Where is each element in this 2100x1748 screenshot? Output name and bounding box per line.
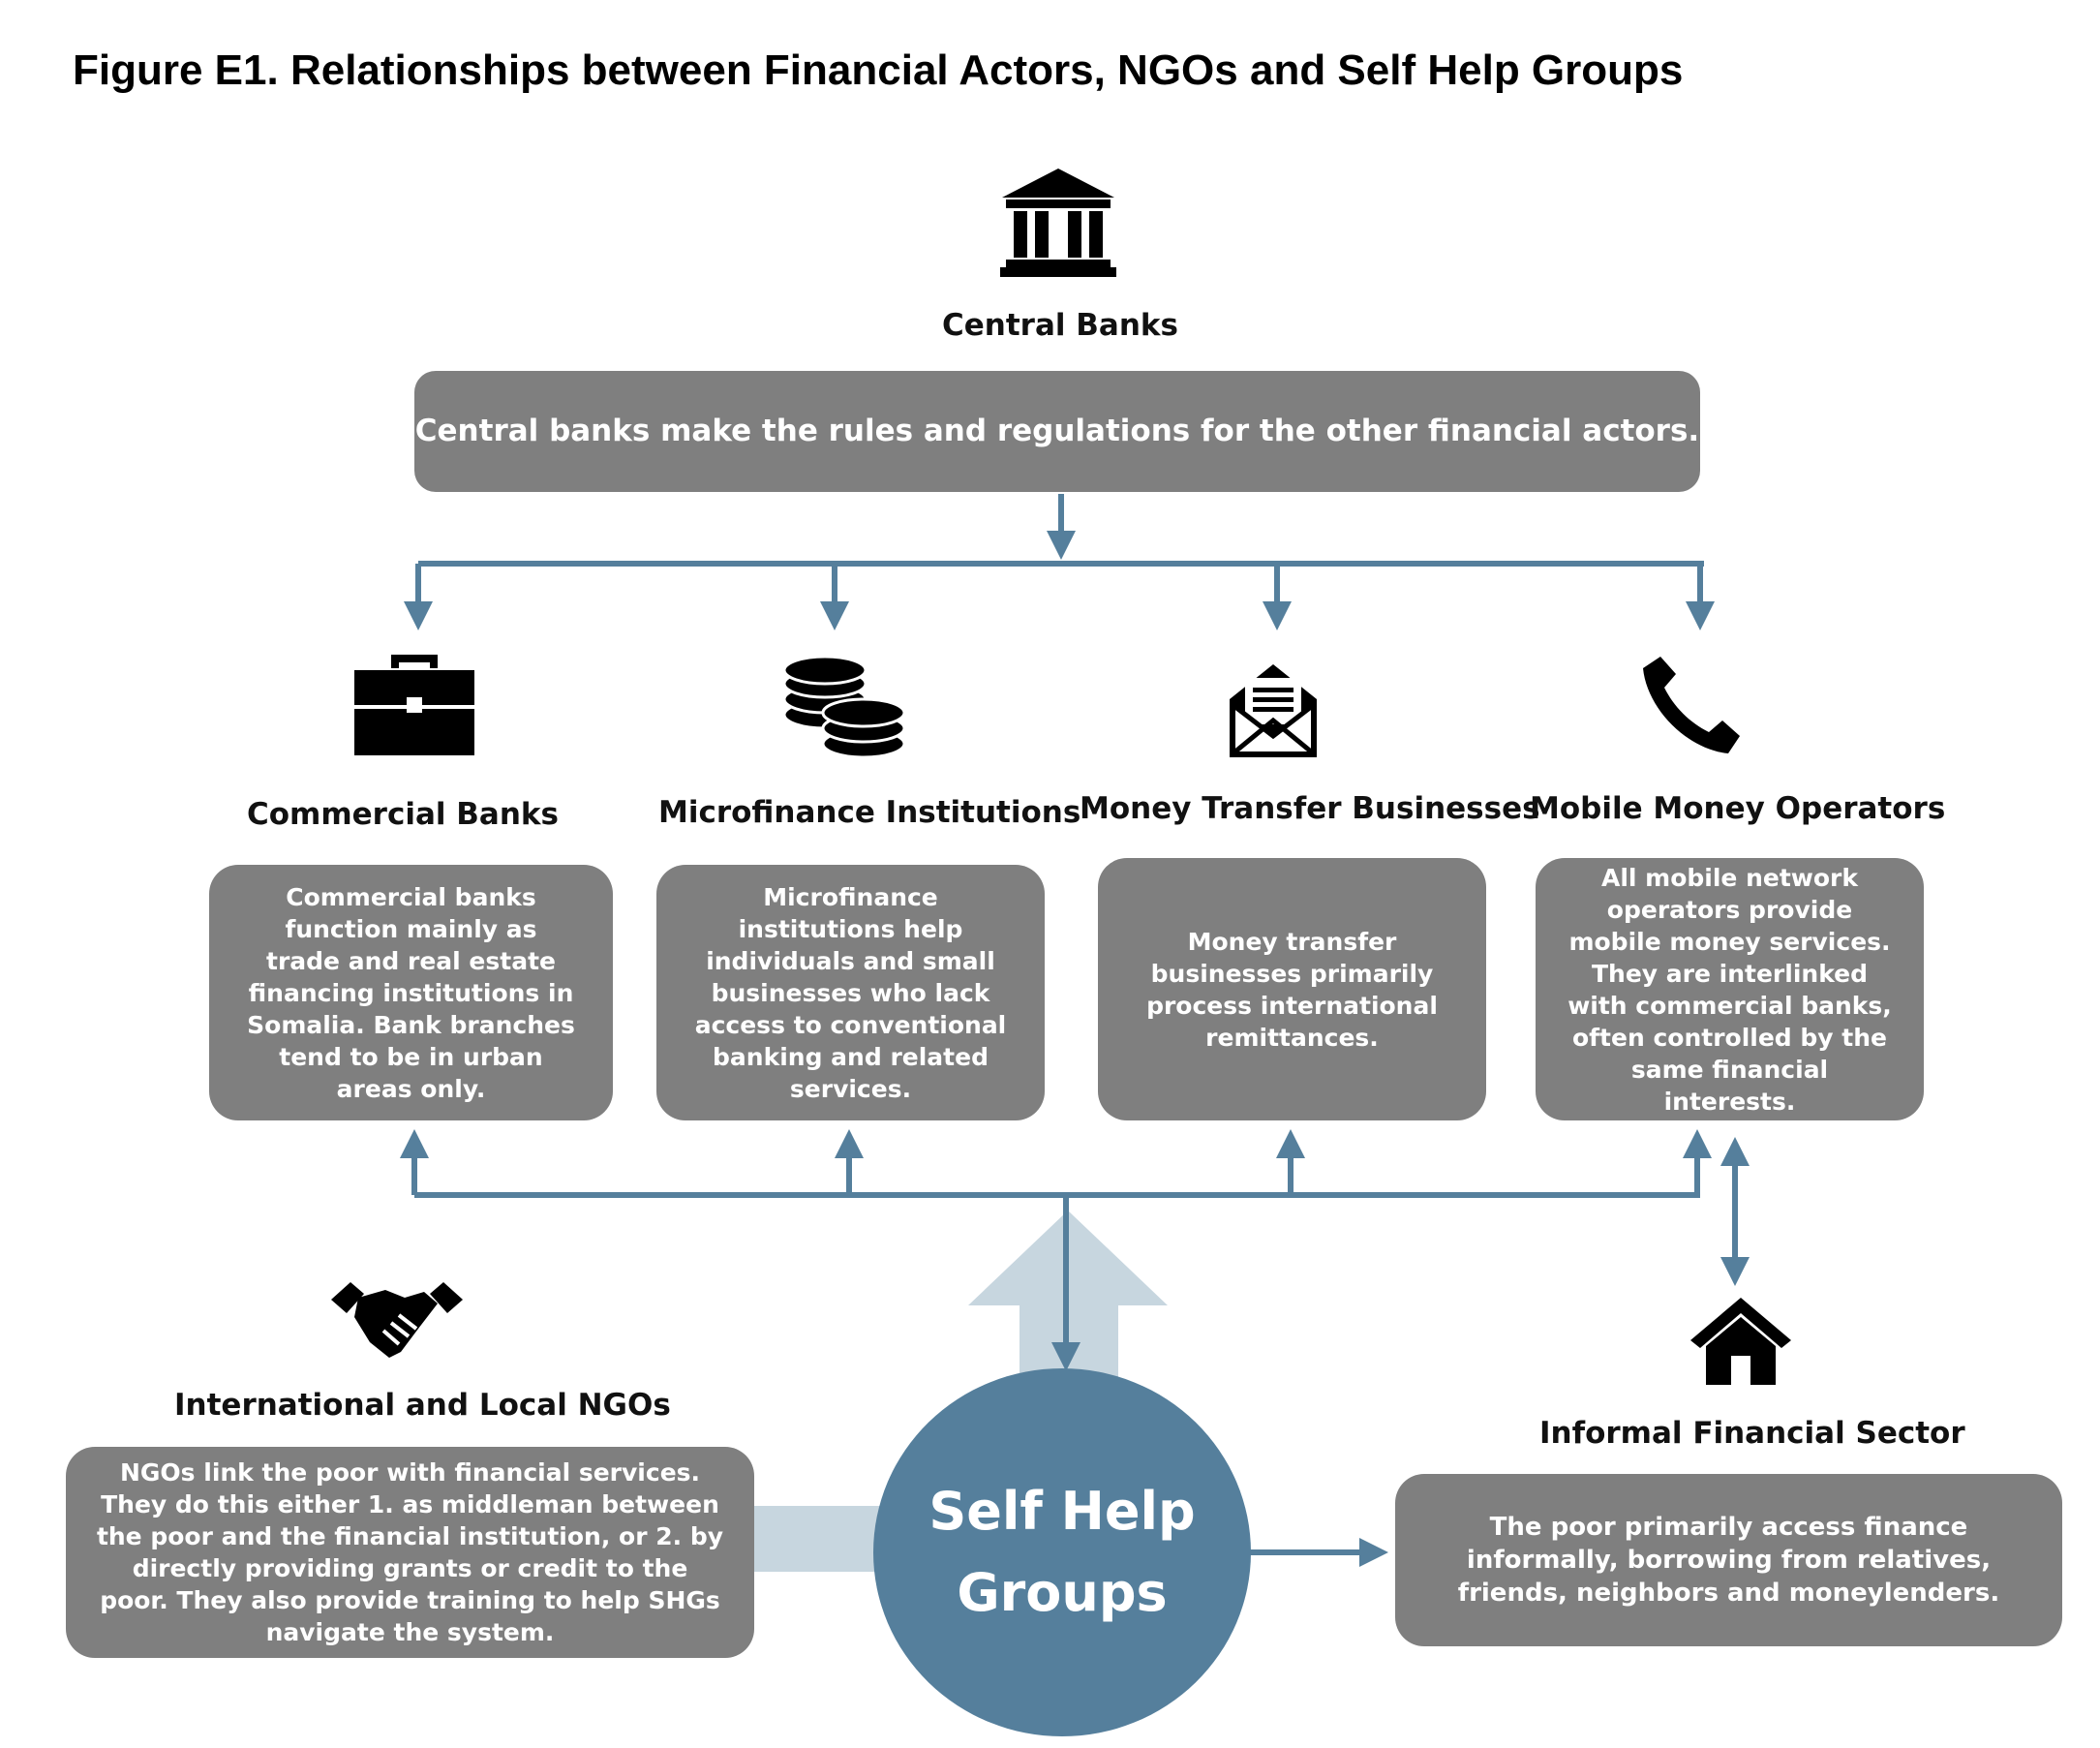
phone-icon xyxy=(1643,657,1740,753)
ngos-description: NGOs link the poor with financial servic… xyxy=(96,1458,724,1646)
informal-label: Informal Financial Sector xyxy=(1539,1416,1965,1451)
envelope-icon xyxy=(1230,664,1317,757)
commercial-banks-box: Commercial banks function mainly as trad… xyxy=(209,865,613,1120)
ngo-link-band xyxy=(746,1506,891,1572)
microfinance-label: Microfinance Institutions xyxy=(658,795,1081,830)
central-banks-label: Central Banks xyxy=(942,308,1178,343)
money-transfer-label: Money Transfer Businesses xyxy=(1080,791,1540,826)
ngos-label: International and Local NGOs xyxy=(174,1388,671,1423)
self-help-groups-circle: Self Help Groups xyxy=(873,1368,1251,1736)
coins-icon xyxy=(782,655,906,759)
mobile-money-description: All mobile network operators provide mob… xyxy=(1567,863,1892,1116)
bank-building-icon xyxy=(1000,169,1116,277)
commercial-banks-description: Commercial banks function mainly as trad… xyxy=(247,882,575,1103)
money-transfer-description: Money transfer businesses primarily proc… xyxy=(1146,927,1438,1052)
commercial-banks-label: Commercial Banks xyxy=(247,797,559,832)
mobile-money-label: Mobile Money Operators xyxy=(1530,791,1946,826)
microfinance-box: Microfinance institutions help individua… xyxy=(656,865,1045,1120)
briefcase-icon xyxy=(354,655,474,755)
mobile-money-box: All mobile network operators provide mob… xyxy=(1536,858,1924,1120)
central-banks-description: Central banks make the rules and regulat… xyxy=(414,414,1700,449)
house-icon xyxy=(1690,1298,1791,1385)
ngos-box: NGOs link the poor with financial servic… xyxy=(66,1447,754,1658)
money-transfer-box: Money transfer businesses primarily proc… xyxy=(1098,858,1486,1120)
handshake-icon xyxy=(331,1282,463,1358)
microfinance-description: Microfinance institutions help individua… xyxy=(694,882,1007,1103)
informal-description: The poor primarily access finance inform… xyxy=(1457,1512,2000,1609)
informal-box: The poor primarily access finance inform… xyxy=(1395,1474,2062,1646)
self-help-groups-label: Self Help Groups xyxy=(928,1481,1196,1623)
central-banks-box: Central banks make the rules and regulat… xyxy=(414,371,1700,492)
figure-title: Figure E1. Relationships between Financi… xyxy=(73,46,1684,94)
